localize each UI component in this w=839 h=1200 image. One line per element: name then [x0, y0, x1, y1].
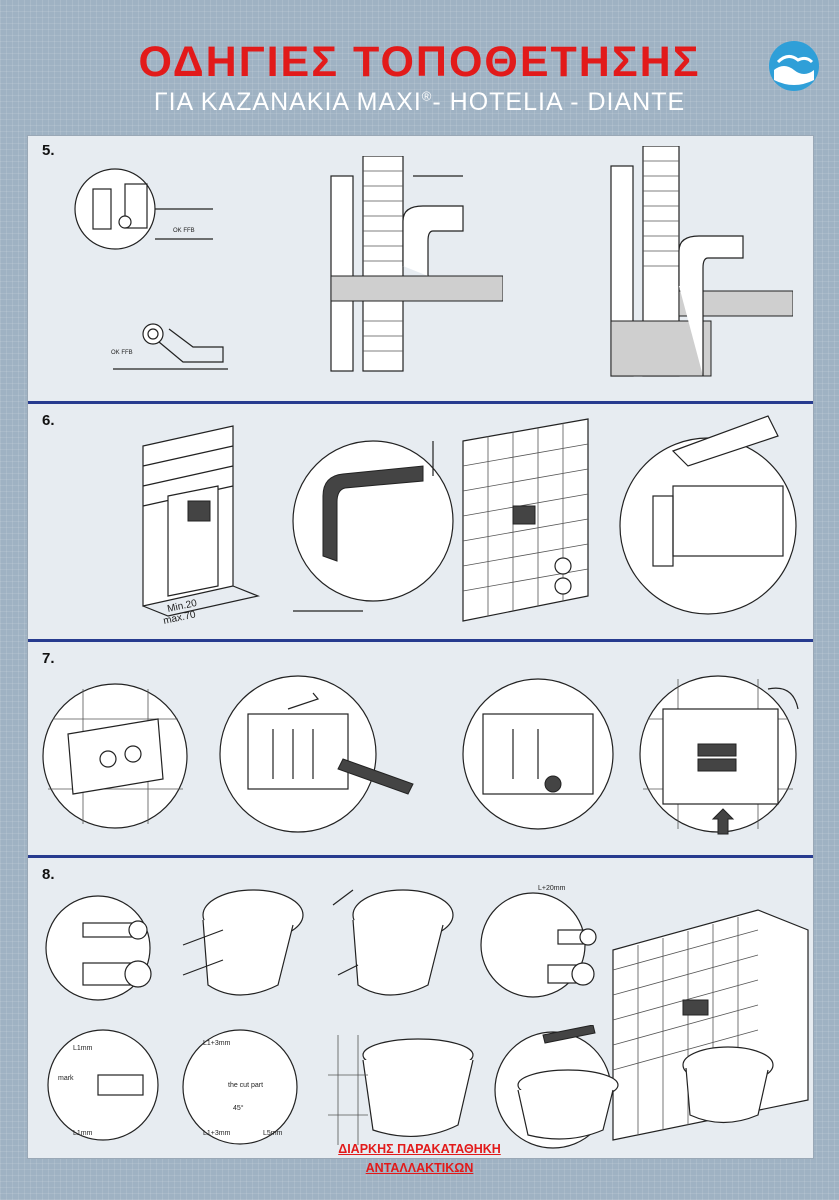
mark-label: mark [58, 1075, 74, 1082]
max-70-label: max.70 [162, 609, 197, 626]
subtitle-brand: ΓΙΑ ΚΑΖΑΝΑΚΙΑ MAXI [153, 88, 422, 116]
illustration-measure-mark-circle: L1mm mark L1mm [47, 1029, 159, 1141]
illustration-measure-circle: L+20mm [480, 885, 597, 998]
l5mm-label: L5mm [263, 1130, 283, 1137]
l-20mm-label: L+20mm [538, 885, 566, 892]
instructions-panel: 5. OK FFB OK FFB [27, 135, 814, 1159]
illustration-screwdriver-circle [219, 675, 414, 833]
section-8: 8. L+20mm [28, 860, 813, 1150]
illustration-toilet-4 [494, 1025, 619, 1149]
page-title: ΟΔΗΓΙΕΣ ΤΟΠΟΘΕΤΗΣΗΣ [138, 38, 701, 86]
illustration-frame-circle-3 [462, 678, 614, 830]
footer: ΔΙΑΡΚΗΣ ΠΑΡΑΚΑΤΑΘΗΚΗ ΑΝΤΑΛΛΑΚΤΙΚΩΝ [0, 1140, 839, 1178]
ok-ffb-label-bottom: OK FFB [111, 350, 133, 356]
illustration-tiled-wall-toilet [612, 909, 809, 1141]
illustration-cut-circle: L1+3mm the cut part 45° L1+3mm L5mm [182, 1029, 298, 1145]
section-7: 7. [28, 644, 813, 854]
illustration-tiled-wall-valves [462, 418, 589, 622]
registered-mark: ® [421, 88, 433, 104]
section-divider [28, 855, 813, 858]
illustration-toilet-2 [332, 889, 454, 996]
footer-line-2: ΑΝΤΑΛΛΑΚΤΙΚΩΝ [365, 1161, 474, 1175]
section-5: 5. OK FFB OK FFB [28, 136, 813, 398]
ok-ffb-label-top: OK FFB [173, 228, 195, 234]
footer-line-1: ΔΙΑΡΚΗΣ ΠΑΡΑΚΑΤΑΘΗΚΗ [338, 1142, 501, 1156]
section-divider [28, 401, 813, 404]
section-divider [28, 639, 813, 642]
illustration-pipe-detail: OK FFB OK FFB [74, 168, 228, 370]
illustration-tiled-wall-frame: Min.20 max.70 [142, 425, 261, 626]
page-subtitle: ΓΙΑ ΚΑΖΑΝΑΚΙΑ MAXI®- HOTELIA - DIANTE [0, 88, 839, 117]
subtitle-models: - HOTELIA - DIANTE [432, 88, 686, 116]
l1mm-label-top: L1mm [73, 1045, 93, 1052]
illustration-toilet-1 [182, 889, 304, 996]
section-6: 6. Min.20 max.70 [28, 406, 813, 636]
l1mm-label-bottom: L1mm [73, 1130, 93, 1137]
illustration-frame-detail-circle [292, 440, 454, 612]
illustration-wall-section-a [330, 156, 503, 372]
header: ΟΔΗΓΙΕΣ ΤΟΠΟΘΕΤΗΣΗΣ ΓΙΑ ΚΑΖΑΝΑΚΙΑ MAXI®-… [0, 0, 839, 130]
step-number: 7. [42, 650, 55, 667]
l1-3mm-label-bottom: L1+3mm [203, 1130, 231, 1137]
illustration-wall-section-b [610, 146, 793, 377]
the-cut-part-label: the cut part [228, 1082, 263, 1089]
illustration-frame-circle-1 [42, 683, 188, 829]
45-degree-label: 45° [233, 1104, 244, 1112]
illustration-flush-plate-circle [639, 675, 799, 835]
illustration-pipes-circle [45, 895, 152, 1001]
step-number: 6. [42, 412, 55, 429]
step-number: 8. [42, 866, 55, 883]
l1-3mm-label: L1+3mm [203, 1040, 231, 1047]
illustration-cutting-tiles-circle [619, 415, 797, 615]
brand-logo-icon [769, 41, 819, 91]
illustration-toilet-3 [328, 1035, 474, 1145]
step-number: 5. [42, 142, 55, 159]
